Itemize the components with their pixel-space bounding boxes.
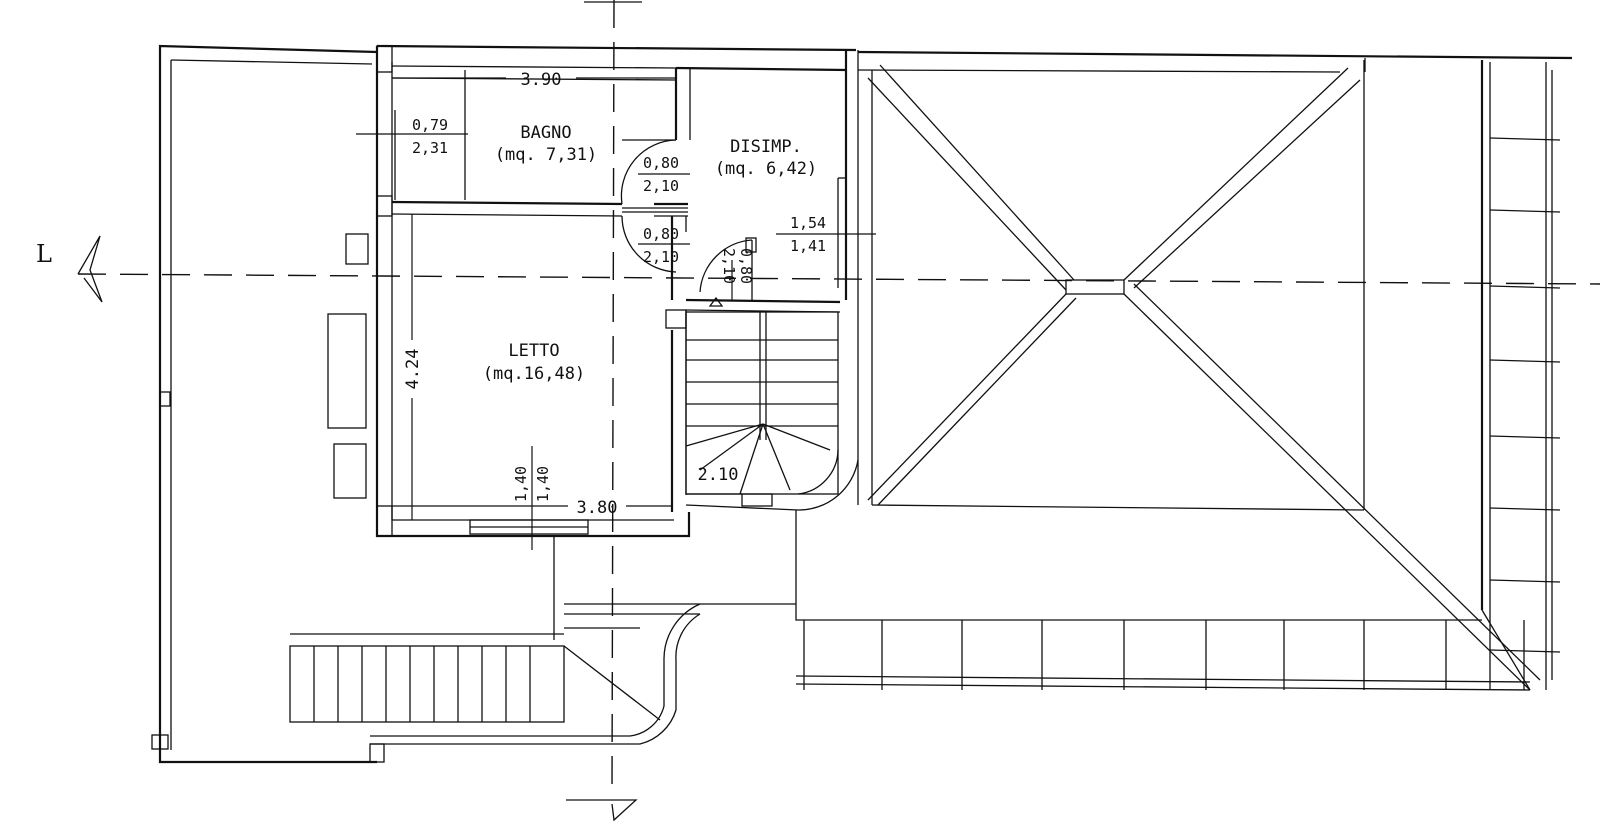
section-arrow-left	[77, 235, 103, 303]
dimension-stair-width: 2.10	[698, 465, 739, 485]
room-area-disimp: (mq. 6,42)	[715, 159, 817, 179]
room-area-bagno: (mq. 7,31)	[495, 145, 597, 165]
room-name-disimp: DISIMP.	[730, 137, 802, 157]
room-name-letto: LETTO	[508, 341, 559, 361]
door-stair-height: 2,10	[720, 248, 738, 284]
door-bagno-height: 2,10	[643, 177, 679, 195]
room-disimp: DISIMP. (mq. 6,42)	[715, 137, 817, 179]
door-swings	[620, 139, 757, 307]
section-marker-label: L	[36, 240, 52, 268]
window-disimp-height: 1,41	[790, 237, 826, 255]
door-stair-width: 0,80	[737, 248, 755, 284]
dimension-side-height: 4.24	[403, 349, 423, 390]
window-letto-height: 1,40	[534, 466, 552, 502]
hip-roof	[795, 50, 1573, 691]
section-lines	[77, 0, 1600, 791]
room-name-bagno: BAGNO	[520, 123, 571, 143]
window-letto-width: 1,40	[512, 466, 530, 502]
room-bagno: BAGNO (mq. 7,31)	[495, 123, 597, 165]
door-bagno-width: 0,80	[643, 154, 679, 172]
window-bagno-height: 2,31	[412, 139, 448, 157]
left-fixtures	[327, 233, 369, 499]
external-stair	[289, 536, 796, 763]
main-walls	[375, 44, 859, 538]
section-arrow-bottom	[566, 799, 638, 822]
window-bagno-width: 0,79	[412, 116, 448, 134]
room-letto: LETTO (mq.16,48)	[483, 341, 585, 384]
door-letto-height: 2,10	[643, 248, 679, 266]
room-area-letto: (mq.16,48)	[483, 364, 585, 384]
dimension-top-width: 3.90	[521, 70, 562, 90]
dimension-lines	[356, 77, 876, 550]
terrace-outline	[151, 44, 378, 764]
dimension-bottom-width: 3.80	[577, 498, 618, 518]
window-disimp-width: 1,54	[790, 214, 826, 232]
door-letto-width: 0,80	[643, 225, 679, 243]
internal-stair	[685, 311, 859, 511]
